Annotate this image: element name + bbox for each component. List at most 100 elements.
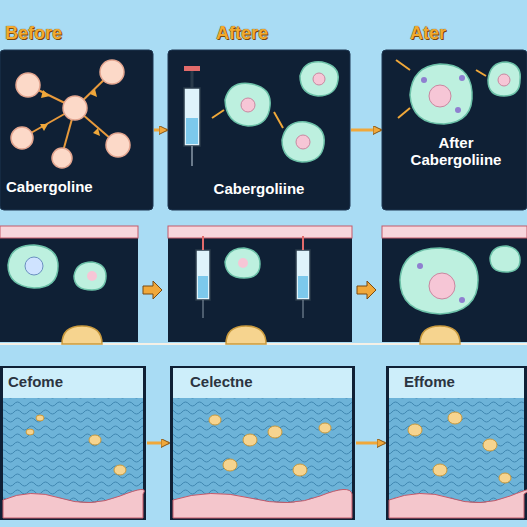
syringe (191, 70, 194, 88)
syringe (198, 276, 208, 298)
cell (11, 60, 130, 168)
cell (313, 73, 325, 85)
syringe (191, 146, 193, 166)
tissue-panel: Cefome (0, 366, 146, 520)
receptor-blob (62, 326, 102, 344)
cell (52, 148, 72, 168)
tissue-cell (499, 473, 511, 483)
cell (488, 62, 520, 96)
tissue-layer (3, 398, 143, 502)
tissue-panel: Effome (386, 366, 527, 520)
syringe (303, 300, 304, 318)
cell (225, 62, 338, 162)
cell (498, 74, 510, 86)
top-panel (382, 50, 527, 210)
tissue-layer (3, 398, 143, 502)
cell (490, 246, 520, 272)
middle-panel (168, 226, 352, 238)
cell (106, 133, 130, 157)
stage-panel: AftereCabergoliine (168, 50, 350, 210)
leader-arrow (212, 110, 283, 128)
arrowhead (90, 89, 97, 97)
tissue-layer (389, 398, 524, 502)
tissue-cell (89, 435, 101, 445)
cell (417, 263, 423, 269)
arrowhead (93, 128, 100, 136)
receptor-blob (226, 326, 266, 344)
middle-panel (382, 226, 527, 238)
cell (421, 77, 427, 83)
tissue-cell (448, 412, 462, 424)
panel-label: Effome (404, 373, 455, 390)
receptor-blob (62, 326, 460, 344)
cell (238, 258, 248, 268)
tissue-cell (223, 459, 237, 471)
cell (296, 135, 310, 149)
tissue-cell (433, 464, 447, 476)
flow-arrow (154, 129, 167, 132)
tissue-cell (36, 415, 44, 421)
tissue-layer (173, 398, 352, 502)
tissue-base (389, 489, 527, 518)
tissue-cell (483, 439, 497, 451)
receptor-blob (420, 326, 460, 344)
cell (11, 127, 33, 149)
cell (459, 75, 465, 81)
flow-arrow (147, 442, 169, 445)
tissue-layer (389, 398, 524, 502)
cell (225, 248, 260, 278)
flow-arrow (351, 129, 381, 132)
syringe (302, 236, 304, 250)
cell (87, 271, 97, 281)
syringe (296, 250, 310, 300)
cell (429, 85, 451, 107)
cell (282, 122, 324, 162)
cell (410, 64, 472, 124)
cell (455, 107, 461, 113)
panel-label: Cabergoliine (176, 180, 342, 197)
tissue-base (173, 489, 352, 518)
bottom-panel (389, 368, 524, 398)
cell (400, 248, 478, 314)
panel-label: After Cabergoliine (394, 134, 518, 169)
stage-heading: Ater (410, 23, 446, 44)
cell (429, 273, 455, 299)
bottom-panel (3, 368, 143, 398)
leader-arrow (396, 60, 486, 118)
syringe (196, 250, 210, 300)
cell (410, 62, 520, 124)
tissue-cell (319, 423, 331, 433)
leader-arrow (212, 110, 224, 118)
bottom-panel (0, 366, 146, 520)
arrowhead (40, 124, 48, 131)
tissue-base (3, 489, 144, 518)
leader-arrow (476, 70, 486, 76)
leader-arrow (398, 108, 410, 118)
stage-panel: BeforeCabergoline (0, 50, 153, 210)
connector-arrow (357, 281, 376, 299)
connector-arrow (143, 281, 376, 299)
panel-label: Celectne (190, 373, 253, 390)
arrowhead (40, 89, 100, 136)
cell (25, 257, 43, 275)
middle-panel (0, 226, 138, 238)
cell (300, 62, 338, 96)
panel-label: Cabergoline (6, 178, 146, 195)
tissue-panel: Celectne (170, 366, 355, 520)
top-panel (168, 50, 350, 210)
middle-panel (0, 226, 527, 342)
tissue-cell (408, 424, 422, 436)
syringe (196, 236, 310, 318)
tissue-cell (243, 434, 257, 446)
syringe (298, 276, 308, 298)
cell (8, 245, 520, 314)
tissue-layer (3, 398, 524, 502)
connector-arrow (143, 281, 162, 299)
cell (459, 297, 465, 303)
flow-arrow (356, 442, 385, 445)
tissue-cell (114, 465, 126, 475)
